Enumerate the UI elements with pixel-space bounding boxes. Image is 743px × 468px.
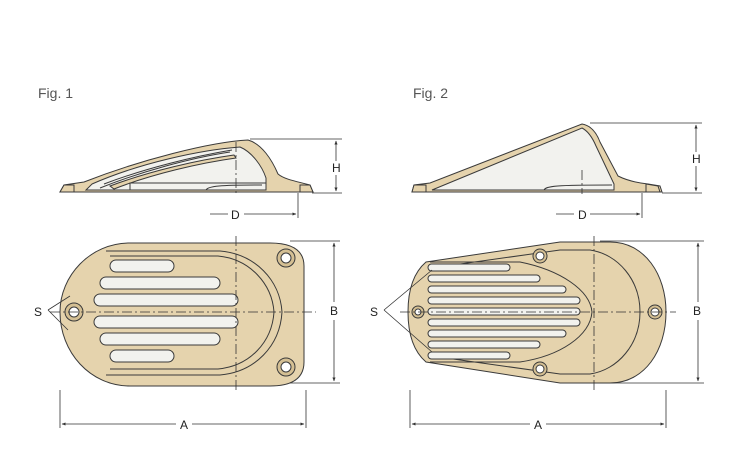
figure-2-grille-slots [427, 263, 581, 360]
figure-1-grille-slots [93, 259, 239, 363]
figure-1-side-view [59, 139, 314, 194]
figure-1-title: Fig. 1 [38, 85, 73, 101]
dimension-label-s: S [34, 305, 42, 319]
dimension-label-h-fig2: H [692, 152, 701, 166]
dimension-label-a-fig2: A [534, 418, 542, 432]
dimension-label-b-fig2: B [693, 304, 701, 318]
figure-1-top-view [50, 236, 316, 392]
figure-2-leader-s: S [370, 269, 433, 353]
figure-2-dimension-a: A [409, 390, 667, 432]
figure-2-dimension-d: D [556, 193, 643, 222]
figure-1: Fig. 1 H D [34, 85, 342, 432]
figure-1-dimension-a: A [59, 390, 307, 432]
figure-2: Fig. 2 H D [370, 85, 704, 432]
dimension-label-s-fig2: S [370, 305, 378, 319]
figure-2-title: Fig. 2 [413, 85, 448, 101]
figure-1-leader-s: S [34, 295, 71, 331]
figure-1-dimension-h: H [250, 138, 342, 194]
figure-2-dimension-b: B [600, 240, 704, 384]
figure-2-dimension-h: H [590, 122, 702, 194]
dimension-label-d-fig2: D [578, 208, 587, 222]
figure-2-side-view [411, 123, 663, 194]
figure-1-dimension-b: B [290, 240, 340, 384]
dimension-label-a: A [180, 418, 188, 432]
figure-2-top-view [400, 236, 676, 392]
dimension-label-h: H [332, 161, 341, 175]
dimension-label-b: B [330, 304, 338, 318]
dimension-label-d: D [231, 208, 240, 222]
figure-1-dimension-d: D [210, 193, 299, 222]
